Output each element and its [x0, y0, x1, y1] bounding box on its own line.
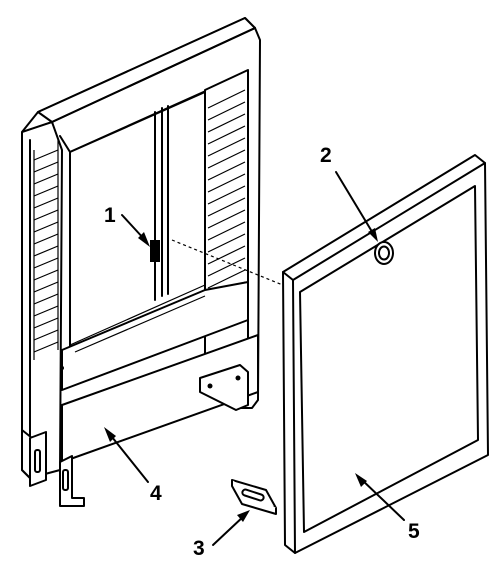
- mounting-legs-left: [21, 429, 85, 507]
- door-inner-panel: [299, 185, 479, 533]
- front-cover-plate: [61, 334, 259, 463]
- key-plate: [231, 479, 277, 515]
- callout-4: 4: [104, 427, 162, 505]
- cabinet-box: [21, 17, 261, 507]
- door-lock: [374, 241, 394, 265]
- mounting-bracket-right: [199, 364, 249, 411]
- callout-label-2: 2: [320, 144, 332, 167]
- left-louvres: [33, 140, 59, 360]
- callout-2: 2: [320, 144, 378, 242]
- callout-label-1: 1: [104, 204, 116, 227]
- callout-label-4: 4: [150, 482, 162, 505]
- callout-3: 3: [193, 510, 250, 560]
- callout-5: 5: [355, 473, 420, 543]
- callout-label-5: 5: [408, 520, 420, 543]
- cabinet-bottom-tray: [61, 281, 249, 391]
- callout-1: 1: [104, 204, 150, 247]
- vertical-rail: [150, 105, 169, 301]
- door-panel: [282, 154, 489, 554]
- callout-label-3: 3: [193, 537, 205, 560]
